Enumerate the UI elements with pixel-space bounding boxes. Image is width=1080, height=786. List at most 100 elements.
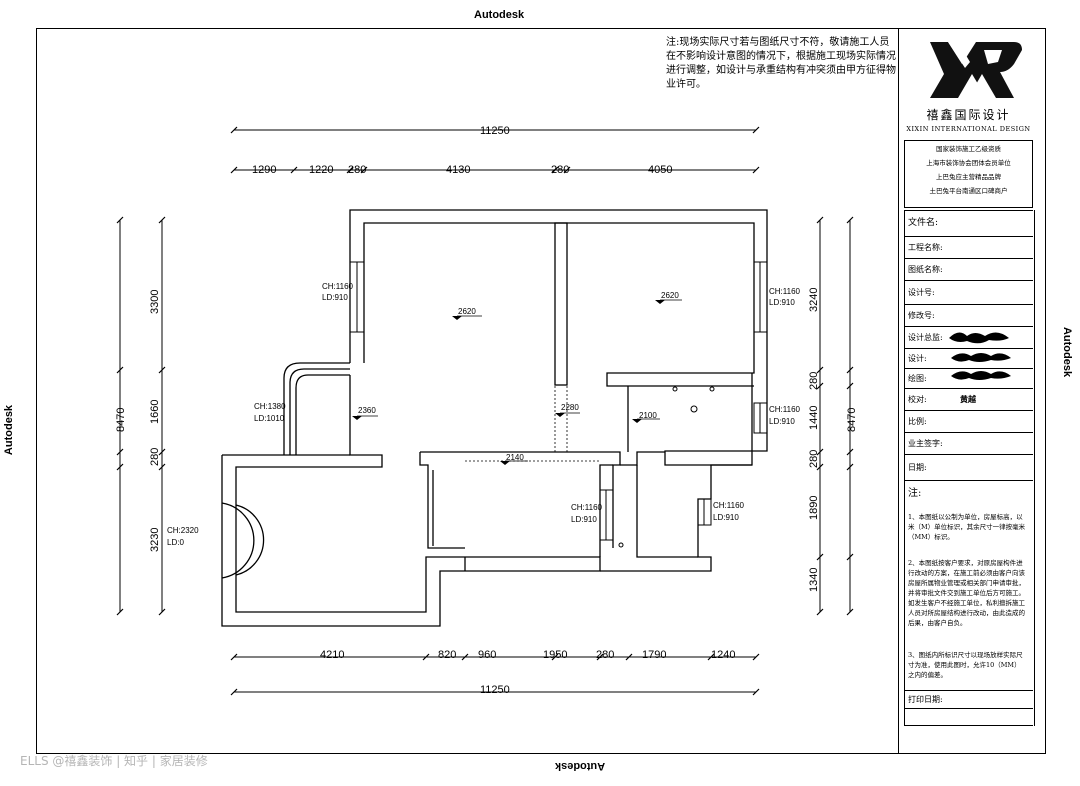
dimension-tick: [846, 366, 854, 374]
dim-right-seg: 1890: [808, 496, 820, 520]
credential-line: 国家装饰施工乙级资质: [936, 145, 1001, 153]
dimension-tick: [346, 166, 354, 174]
dimension-tick: [752, 653, 760, 661]
dimension-tick: [158, 463, 166, 471]
signature-scribbles-icon: [949, 332, 1011, 380]
window-ld: LD:910: [713, 513, 739, 522]
dimension-tick: [563, 166, 571, 174]
field-drafter: 绘图:: [904, 368, 1033, 388]
dim-right-seg: 1440: [808, 406, 820, 430]
dim-bottom-seg: 1950: [543, 649, 567, 661]
height-mark: 2620: [458, 307, 476, 316]
dim-left-total: 8470: [115, 408, 127, 432]
window-ch: CH:1160: [713, 501, 745, 510]
dim-right-seg: 3240: [808, 288, 820, 312]
window-ch: CH:1380: [254, 402, 286, 411]
dim-bottom-seg: 280: [596, 649, 614, 661]
dimension-tick: [846, 463, 854, 471]
dim-right-seg: 280: [808, 372, 820, 390]
dimension-tick: [158, 448, 166, 456]
dim-left-seg: 3230: [149, 528, 161, 552]
dim-top-seg: 4050: [648, 164, 672, 176]
dimension-tick: [846, 448, 854, 456]
dimension-tick: [816, 448, 824, 456]
credentials-box: [904, 140, 1033, 208]
dimension-tick: [158, 216, 166, 224]
field-project-name: 工程名称:: [904, 236, 1033, 258]
field-notes-title: 注:: [904, 480, 1033, 690]
dimension-tick: [230, 166, 238, 174]
field-design-director: 设计总监:: [904, 326, 1033, 348]
credential-line: 上巴兔应主营精品品牌: [936, 173, 1001, 181]
dimension-tick: [422, 653, 430, 661]
dim-top-seg: 1220: [309, 164, 333, 176]
dimension-tick: [461, 653, 469, 661]
dimension-tick: [846, 553, 854, 561]
drawing-frame: [36, 28, 1046, 754]
dim-top-seg: 280: [348, 164, 366, 176]
credential-line: 上海市装饰协会团体会员单位: [926, 159, 1011, 167]
dimension-tick: [707, 653, 715, 661]
height-mark: 2140: [506, 453, 524, 462]
dim-top-total: 11250: [480, 125, 510, 137]
dimension-tick: [116, 448, 124, 456]
dimension-tick: [230, 688, 238, 696]
window-ld: LD:910: [322, 293, 348, 302]
dim-right-total: 8470: [846, 408, 858, 432]
dimension-tick: [116, 216, 124, 224]
title-note-1: 1、本图纸以公制为单位，房屋标高，以米（M）单位标识，其余尺寸一律按毫米（MM）…: [908, 513, 1026, 541]
dimension-tick: [116, 608, 124, 616]
field-revision-no: 修改号:: [904, 304, 1033, 326]
dimension-tick: [551, 166, 559, 174]
dim-bottom-seg: 1790: [642, 649, 666, 661]
window-ch: CH:1160: [769, 405, 801, 414]
dim-bottom-seg: 820: [438, 649, 456, 661]
walls: [221, 209, 768, 627]
dimension-tick: [230, 126, 238, 134]
field-designer: 设计:: [904, 348, 1033, 368]
dimension-tick: [846, 216, 854, 224]
field-checker: 校对:: [904, 388, 1033, 410]
logo-english-name: XIXIN INTERNATIONAL DESIGN: [906, 125, 1031, 133]
height-mark: 2360: [358, 406, 376, 415]
dimension-tick: [846, 382, 854, 390]
dimension-tick: [816, 463, 824, 471]
dimension-tick: [158, 366, 166, 374]
dim-bottom-seg: 4210: [320, 649, 344, 661]
height-mark: 2620: [661, 291, 679, 300]
dimension-tick: [230, 653, 238, 661]
title-block: [898, 28, 1047, 754]
field-print-date: 打印日期:: [904, 690, 1033, 708]
watermark: ELLS @禧鑫装饰 | 知乎 | 家居装修: [20, 754, 208, 768]
dim-right-seg: 280: [808, 450, 820, 468]
dimension-tick: [625, 653, 633, 661]
credential-line: 土巴兔平台南通区口碑商户: [929, 187, 1008, 195]
height-mark: 2100: [639, 411, 657, 420]
site-note: 注:现场实际尺寸若与图纸尺寸不符，敬请施工人员在不影响设计意图的情况下，根据施工…: [666, 37, 896, 90]
dimension-tick: [551, 653, 559, 661]
checker-value: 黄越: [960, 395, 976, 404]
dim-left-seg: 1660: [149, 400, 161, 424]
dimension-tick: [116, 463, 124, 471]
window-ld: LD:910: [769, 298, 795, 307]
window-ch: CH:1160: [769, 287, 801, 296]
title-note-3: 3、图纸内所标识尺寸以现场放样实际尺寸为准，使用此图时，允许10（MM）之内的偏…: [908, 651, 1023, 679]
dimension-tick: [360, 166, 368, 174]
window-ch: CH:1160: [571, 503, 603, 512]
window-ld: LD:910: [769, 417, 795, 426]
field-blank: [904, 708, 1033, 726]
field-drawing-name: 图纸名称:: [904, 258, 1033, 280]
dimension-tick: [816, 608, 824, 616]
dimension-tick: [116, 366, 124, 374]
dimension-tick: [752, 688, 760, 696]
dim-bottom-seg: 960: [478, 649, 496, 661]
dim-right-seg: 1340: [808, 568, 820, 592]
top-edge-label: Autodesk: [474, 9, 525, 21]
dimension-tick: [846, 608, 854, 616]
title-note-2: 2、本图纸按客户要求，对原房屋构件进行改动的方案，在施工前必须由客户向该房屋所属…: [908, 559, 1025, 627]
dim-top-seg: 1290: [252, 164, 276, 176]
dimension-tick: [816, 366, 824, 374]
dimension-tick: [816, 553, 824, 561]
dimension-tick: [752, 126, 760, 134]
